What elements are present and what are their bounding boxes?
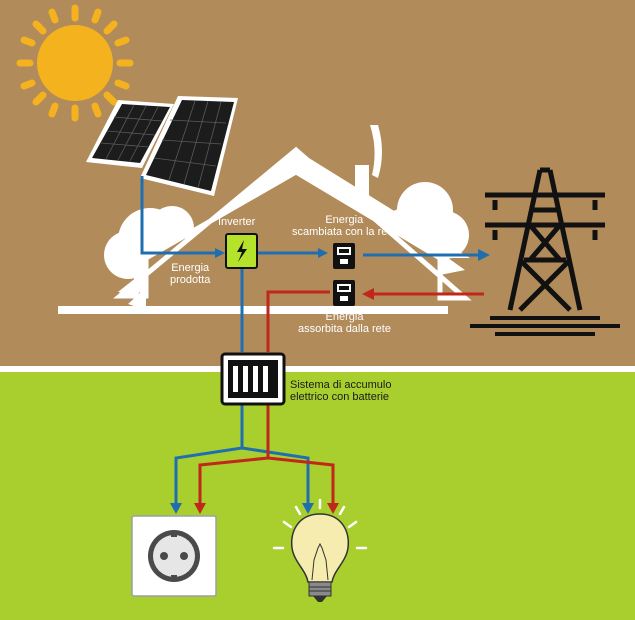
light-bulb-icon: [272, 498, 368, 602]
energia-prodotta-label: Energia prodotta: [170, 262, 210, 286]
solar-panel-icon: [86, 96, 238, 196]
pylon-base: [470, 316, 620, 336]
meter-icon-assorbita: [333, 280, 355, 306]
energia-assorbita-label: Energia assorbita dalla rete: [298, 311, 391, 335]
energia-prodotta-line-1: Energia: [171, 262, 210, 274]
sun-icon: [16, 4, 134, 122]
inverter-icon: [225, 233, 258, 269]
sistema-accumulo-label: Sistema di accumulo elettrico con batter…: [290, 379, 392, 403]
energia-scambiata-label: Energia scambiata con la rete: [292, 214, 397, 238]
energia-prodotta-line-2: prodotta: [170, 274, 211, 286]
sistema-accumulo-line-2: elettrico con batterie: [290, 391, 390, 403]
battery-icon: [220, 352, 286, 406]
energia-assorbita-line-2: assorbita dalla rete: [298, 323, 391, 335]
chimney-smoke: [370, 125, 382, 178]
flow-absorbed-arrows: [194, 288, 374, 514]
sistema-accumulo-line-1: Sistema di accumulo: [290, 379, 392, 391]
flow-produced: [140, 176, 480, 505]
power-pylon-icon: [485, 167, 605, 312]
flow-absorbed: [198, 290, 484, 505]
flow-produced-arrows: [170, 248, 490, 514]
energia-assorbita-line-1: Energia: [325, 311, 364, 323]
inverter-label: Inverter: [218, 216, 256, 228]
meter-icon-scambiata: [333, 243, 355, 269]
divider-line: [0, 366, 635, 372]
house: [58, 146, 472, 314]
energia-scambiata-line-2: scambiata con la rete: [292, 226, 397, 238]
power-socket-icon: [131, 515, 217, 597]
energia-scambiata-line-1: Energia: [325, 214, 364, 226]
